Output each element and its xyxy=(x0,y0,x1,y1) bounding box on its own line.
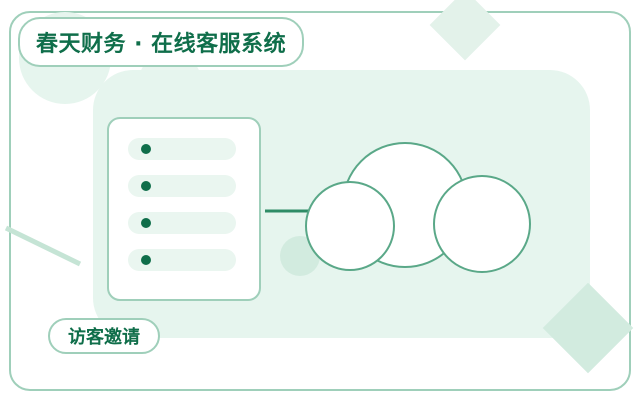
decor-diamond-bottom xyxy=(542,282,634,374)
invite-visitor-button[interactable]: 访客邀请 xyxy=(48,318,160,354)
chat-row-dot-icon xyxy=(141,218,151,228)
invite-visitor-label: 访客邀请 xyxy=(68,327,140,348)
chat-row xyxy=(128,212,236,234)
chat-row-dot-icon xyxy=(141,144,151,154)
chat-row xyxy=(128,249,236,271)
page-title-text: 春天财务 · 在线客服系统 xyxy=(36,32,287,57)
page-title: 春天财务 · 在线客服系统 xyxy=(18,17,305,67)
chat-row xyxy=(128,138,236,160)
chat-row xyxy=(128,175,236,197)
decor-line xyxy=(4,225,82,267)
cloud-icon xyxy=(305,142,531,273)
chat-row-dot-icon xyxy=(141,255,151,265)
chat-row-dot-icon xyxy=(141,181,151,191)
